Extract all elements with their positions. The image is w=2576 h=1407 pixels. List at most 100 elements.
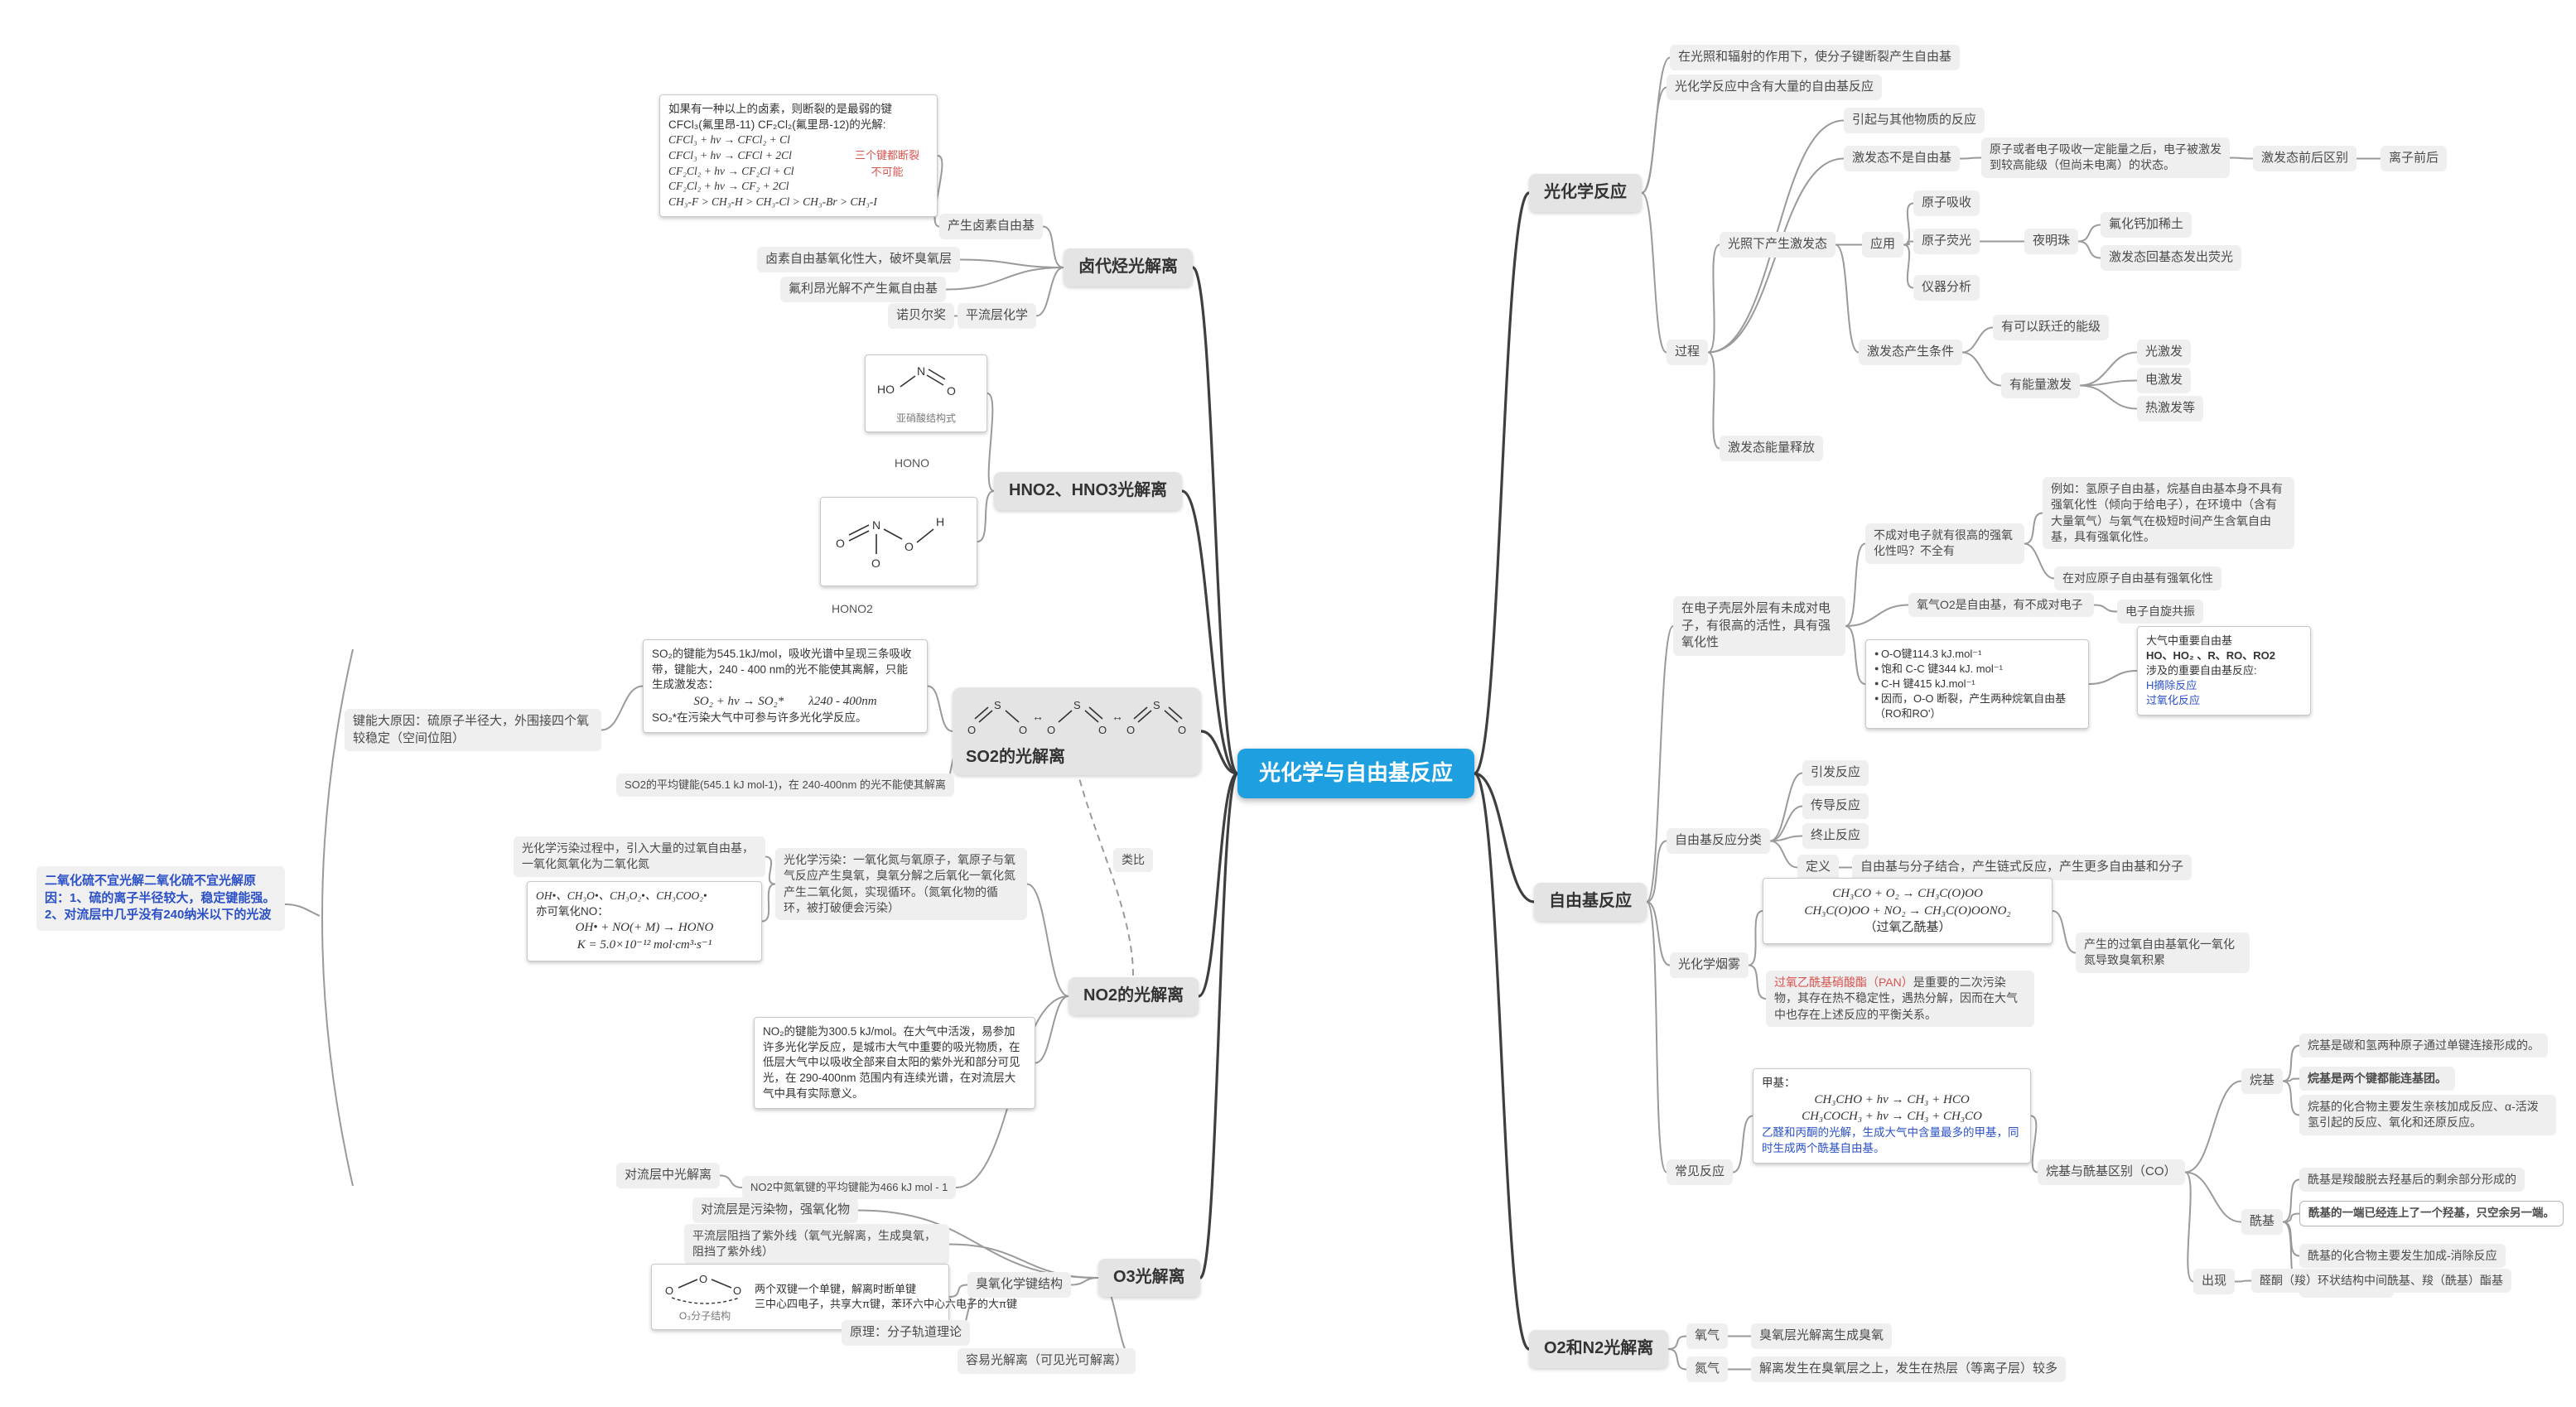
cfc-rule-line: 如果有一种以上的卤素，则断裂的是最弱的键 <box>668 103 892 115</box>
central-topic[interactable]: 光化学与自由基反应 <box>1237 749 1475 798</box>
energy-release-node[interactable]: 激发态能量释放 <box>1720 436 1824 461</box>
night-pearl-node[interactable]: 夜明珠 <box>2024 229 2079 254</box>
nitrogen-thermosphere-node[interactable]: 解离发生在臭氧层之上，发生在热层（等离子层）较多 <box>1751 1356 2067 1382</box>
termination-reaction-node[interactable]: 终止反应 <box>1802 823 1869 849</box>
thermal-excitation-node[interactable]: 热激发等 <box>2137 396 2204 422</box>
common-reactions-node[interactable]: 常见反应 <box>1667 1159 1734 1185</box>
svg-text:O: O <box>1098 724 1107 736</box>
analogy-label[interactable]: 类比 <box>1113 848 1153 873</box>
alkyl-two-bonds-node[interactable]: 烷基是两个键都能连基团。 <box>2299 1067 2455 1091</box>
radical-definition-node[interactable]: 在电子壳层外层有未成对电子，有很高的活性，具有强氧化性 <box>1673 596 1845 657</box>
important-radicals-box[interactable]: 大气中重要自由基 HO、HO₂ 、R、RO、RO2 涉及的重要自由基反应: H摘… <box>2137 626 2311 716</box>
no2-bond-energy-box[interactable]: NO₂的键能为300.5 kJ/mol。在大气中活泼，易参加许多光化学反应，是城… <box>754 1017 1035 1110</box>
svg-text:↔: ↔ <box>1032 710 1044 723</box>
branch-photochemical-reaction[interactable]: 光化学反应 <box>1529 174 1642 212</box>
transition-levels-node[interactable]: 有可以跃迁的能级 <box>1993 315 2110 340</box>
alkyl-formation-node[interactable]: 烷基是碳和氢两种原子通过单键连接形成的。 <box>2299 1034 2548 1058</box>
many-radical-reactions-node[interactable]: 光化学反应中含有大量的自由基反应 <box>1667 75 1883 100</box>
hydrogen-radical-example-node[interactable]: 例如：氢原子自由基，烷基自由基本身不具有强氧化性（倾向于给电子），在环境中（含有… <box>2043 477 2294 550</box>
cfc-eq4: CF₂Cl₂ + hν → CF₂ + 2Cl <box>668 180 789 193</box>
cfc-equations: CFCl₃ + hν → CFCl₂ + Cl CFCl₃ + hν → CFC… <box>668 133 846 195</box>
o2-is-radical-node[interactable]: 氧气O2是自由基，有不成对电子 <box>1908 593 2094 618</box>
o3-structure-box[interactable]: O O O O₃分子结构 两个双键一个单键，解离时断单键 三中心四电子，共享大π… <box>651 1264 1017 1331</box>
energy-excitation-node[interactable]: 有能量激发 <box>2001 373 2081 398</box>
light-excited-state-node[interactable]: 光照下产生激发态 <box>1720 232 1836 258</box>
oxygen-node[interactable]: 氧气 <box>1686 1323 1729 1349</box>
o3-stratosphere-uv-node[interactable]: 平流层阻挡了紫外线（氧气光解离，生成臭氧，阻挡了紫外线） <box>684 1224 949 1265</box>
freon-no-f-radical-node[interactable]: 氟利昂光解不产生氟自由基 <box>780 277 947 302</box>
so2-no-photolysis-note[interactable]: 二氧化硫不宜光解二氧化硫不宜光解原因：1、硫的离子半径较大，稳定键能强。2、对流… <box>36 866 285 932</box>
impossible-note: 三个键都断裂 不可能 <box>846 147 929 180</box>
molecular-orbital-theory-node[interactable]: 原理：分子轨道理论 <box>842 1320 971 1346</box>
no-oxidation-equation-box[interactable]: OH•、CH₃O•、CH₃O₂•、CH₃COO₂• 亦可氧化NO： OH• + … <box>527 881 762 961</box>
electric-excitation-node[interactable]: 电激发 <box>2137 368 2192 393</box>
appearance-node[interactable]: 出现 <box>2193 1269 2236 1294</box>
propagation-reaction-node[interactable]: 传导反应 <box>1802 793 1869 819</box>
react-with-others-node[interactable]: 引起与其他物质的反应 <box>1844 108 1985 133</box>
chain-reaction-definition-node[interactable]: 自由基与分子结合，产生链式反应，产生更多自由基和分子 <box>1852 855 2192 880</box>
branch-halocarbon[interactable]: 卤代烃光解离 <box>1064 248 1193 287</box>
fluorescence-emission-node[interactable]: 激发态回基态发出荧光 <box>2101 245 2242 271</box>
oxygen-radical-oxidizing-node[interactable]: 在对应原子自由基有强氧化性 <box>2054 566 2221 591</box>
halogen-oxidizing-node[interactable]: 卤素自由基氧化性大，破坏臭氧层 <box>757 247 961 272</box>
bond-energy-list-box[interactable]: O-O键114.3 kJ.mol⁻¹ 饱和 C-C 键344 kJ. mol⁻¹… <box>1865 639 2089 729</box>
no2-average-bond-energy-node[interactable]: NO2中氮氧键的平均键能为466 kJ mol - 1 <box>742 1176 957 1199</box>
application-node[interactable]: 应用 <box>1862 232 1904 258</box>
process-node[interactable]: 过程 <box>1667 340 1709 365</box>
nitrogen-node[interactable]: 氮气 <box>1686 1356 1729 1382</box>
hono-structure-box[interactable]: HO N O 亚硝酸结构式 <box>865 354 987 433</box>
instrument-analysis-node[interactable]: 仪器分析 <box>1913 275 1980 301</box>
so2-average-bond-energy-node[interactable]: SO2的平均键能(545.1 kJ mol-1)，在 240-400nm 的光不… <box>616 773 954 797</box>
svg-text:S: S <box>1153 699 1160 711</box>
photochemical-pollution-cycle-node[interactable]: 光化学污染：一氧化氮与氧原子，氧原子与氧气反应产生臭氧，臭氧分解之后氧化一氧化氮… <box>775 848 1027 921</box>
appearance-description-node[interactable]: 醛酮（羧）环状结构中间酰基、羧（酰基）酯基 <box>2251 1269 2511 1294</box>
alkyl-acyl-difference-node[interactable]: 烷基与酰基区别（CO） <box>2038 1159 2185 1185</box>
bond-strength-order: CH₃-F > CH₃-H > CH₃-Cl > CH₃-Br > CH₃-I <box>668 195 877 208</box>
light-excitation-node[interactable]: 光激发 <box>2137 340 2192 365</box>
halogen-radical-node[interactable]: 产生卤素自由基 <box>939 214 1044 239</box>
stratospheric-chemistry-node[interactable]: 平流层化学 <box>958 303 1037 329</box>
oxygen-ozone-node[interactable]: 臭氧层光解离生成臭氧 <box>1751 1323 1893 1349</box>
branch-no2-photolysis[interactable]: NO2的光解离 <box>1069 977 1199 1015</box>
acyl-node[interactable]: 酰基 <box>2241 1209 2284 1235</box>
peroxy-radical-intro-node[interactable]: 光化学污染过程中，引入大量的过氧自由基，一氧化氮氧化为二氧化氮 <box>514 836 765 877</box>
hono2-structure-box[interactable]: O N O H O <box>820 497 977 586</box>
caf2-rare-earth-node[interactable]: 氟化钙加稀土 <box>2101 212 2192 238</box>
alkyl-node[interactable]: 烷基 <box>2241 1068 2284 1094</box>
branch-o2-n2-photolysis[interactable]: O2和N2光解离 <box>1529 1330 1669 1368</box>
atomic-fluorescence-node[interactable]: 原子荧光 <box>1913 229 1980 254</box>
cfc-photolysis-box[interactable]: 如果有一种以上的卤素，则断裂的是最弱的键 CFCl₃(氟里昂-11) CF₂Cl… <box>659 94 938 218</box>
troposphere-photolysis-node[interactable]: 对流层中光解离 <box>616 1163 721 1188</box>
initiation-reaction-node[interactable]: 引发反应 <box>1802 760 1869 786</box>
alkyl-reactions-node[interactable]: 烷基的化合物主要发生亲核加成反应、α-活泼氢引起的反应、氧化和还原反应。 <box>2299 1095 2556 1135</box>
branch-o3-photolysis[interactable]: O3光解离 <box>1098 1259 1200 1297</box>
radical-classification-node[interactable]: 自由基反应分类 <box>1667 828 1771 854</box>
ozone-accumulation-node[interactable]: 产生的过氧自由基氧化一氧化氮导致臭氧积累 <box>2076 932 2250 973</box>
pan-equation-box[interactable]: CH₃CO + O₂ → CH₃C(O)OO CH₃C(O)OO + NO₂ →… <box>1763 878 2053 945</box>
ion-difference-node[interactable]: 离子前后 <box>2381 146 2448 171</box>
methyl-equation-box[interactable]: 甲基： CH₃CHO + hν → CH₃ + HCO CH₃COCH₃ + h… <box>1753 1068 2031 1164</box>
so2-bond-reason-node[interactable]: 键能大原因：硫原子半径大，外围接四个氧较稳定（空间位阻） <box>345 709 601 752</box>
acyl-formation-node[interactable]: 酰基是羧酸脱去羟基后的剩余部分形成的 <box>2299 1168 2525 1193</box>
branch-so2-photolysis[interactable]: S O O ↔ S O O ↔ S O O SO2的光解离 <box>953 687 1201 776</box>
acyl-one-end-node[interactable]: 酰基的一端已经连上了一个羟基，只空余另一端。 <box>2299 1201 2564 1226</box>
excited-state-conditions-node[interactable]: 激发态产生条件 <box>1859 340 1963 365</box>
atomic-absorption-node[interactable]: 原子吸收 <box>1913 190 1980 216</box>
branch-hno-photolysis[interactable]: HNO2、HNO3光解离 <box>994 472 1183 510</box>
o3-troposphere-pollutant-node[interactable]: 对流层是污染物，强氧化物 <box>692 1197 859 1223</box>
nobel-prize-node[interactable]: 诺贝尔奖 <box>888 303 955 329</box>
branch-radical-reaction[interactable]: 自由基反应 <box>1534 883 1647 921</box>
excited-state-definition-node[interactable]: 原子或者电子吸收一定能量之后，电子被激发到较高能级（但尚未电离）的状态。 <box>1981 137 2230 178</box>
definition-node[interactable]: 定义 <box>1797 855 1840 880</box>
photolysis-definition-node[interactable]: 在光照和辐射的作用下，使分子键断裂产生自由基 <box>1670 45 1961 70</box>
acyl-reactions-node[interactable]: 酰基的化合物主要发生加成-消除反应 <box>2299 1244 2506 1269</box>
o3-bond-structure-node[interactable]: 臭氧化学键结构 <box>967 1272 1072 1298</box>
electron-spin-resonance-node[interactable]: 电子自旋共振 <box>2117 600 2203 624</box>
o3-easy-photolysis-node[interactable]: 容易光解离（可见光可解离） <box>958 1348 1136 1374</box>
photochemical-smog-node[interactable]: 光化学烟雾 <box>1670 952 1749 978</box>
so2-bond-energy-box[interactable]: SO₂的键能为545.1kJ/mol，吸收光谱中呈现三条吸收带，键能大，240 … <box>643 639 928 734</box>
pan-description-node[interactable]: 过氧乙酰基硝酸酯（PAN）是重要的二次污染物，其存在热不稳定性，遇热分解，因而在… <box>1766 971 2034 1027</box>
unpaired-electron-question-node[interactable]: 不成对电子就有很高的强氧化性吗？不全有 <box>1865 523 2024 564</box>
excited-state-not-radical-node[interactable]: 激发态不是自由基 <box>1844 146 1961 171</box>
excited-state-difference-node[interactable]: 激发态前后区别 <box>2253 146 2357 171</box>
